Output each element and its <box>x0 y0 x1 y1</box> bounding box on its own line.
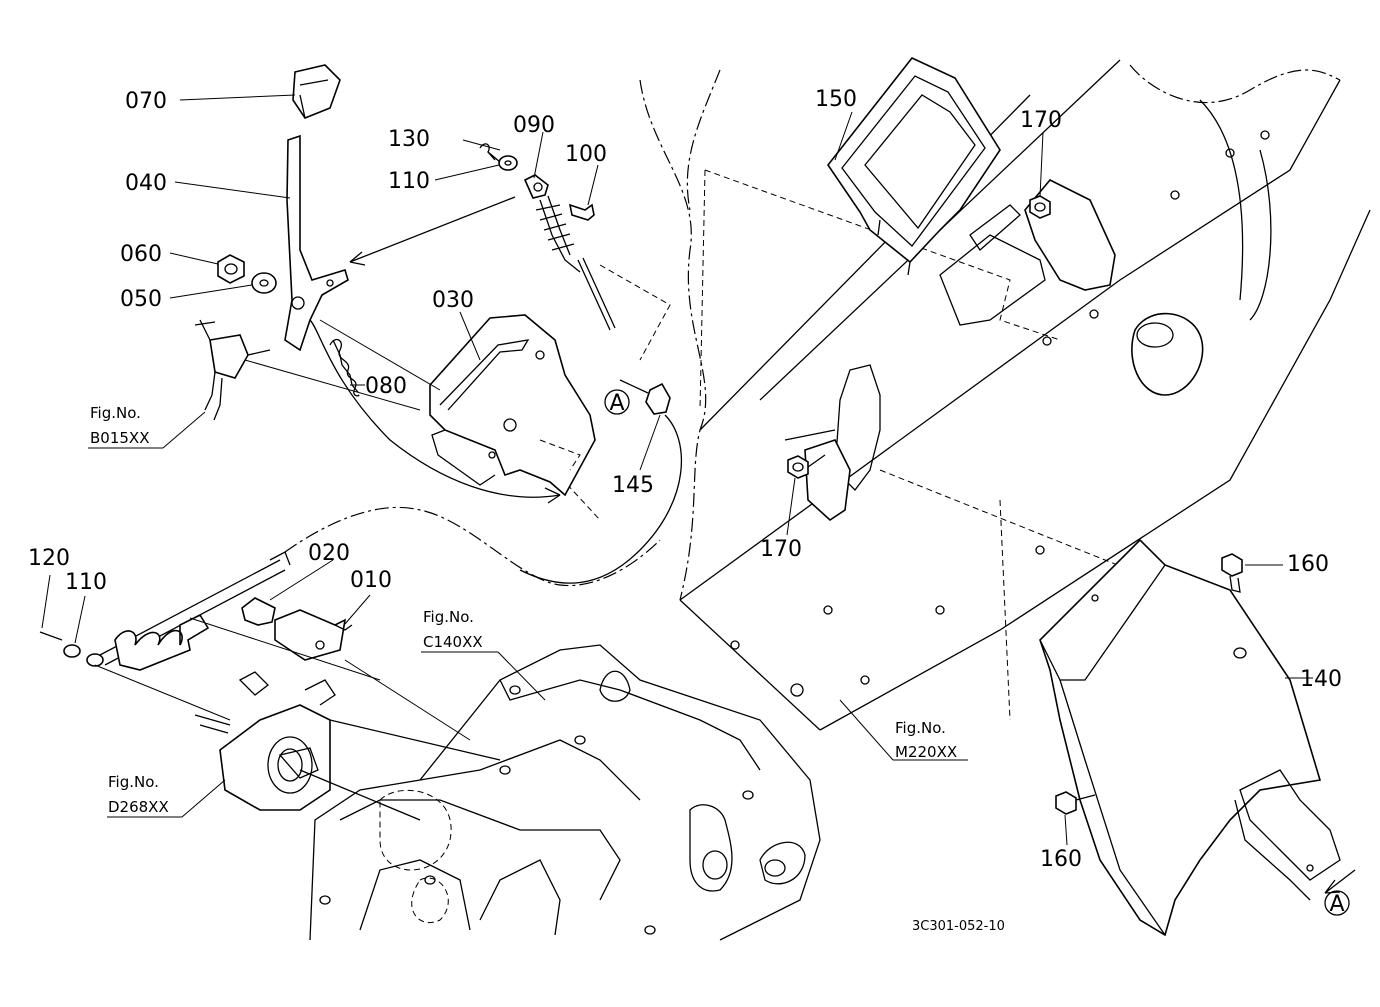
part-number-170-lower: 170 <box>760 537 802 562</box>
washer <box>251 272 277 294</box>
return-spring <box>329 338 360 397</box>
part-number-100: 100 <box>565 142 607 167</box>
svg-text:M220XX: M220XX <box>895 743 957 761</box>
part-number-110-lower: 110 <box>65 570 107 595</box>
svg-text:B015XX: B015XX <box>90 429 149 447</box>
part-number-080: 080 <box>365 374 407 399</box>
fig-ref-b015: Fig.No. B015XX <box>90 404 149 447</box>
fig-ref-c140: Fig.No. C140XX <box>423 608 483 651</box>
part-number-090: 090 <box>513 113 555 138</box>
part-number-060: 060 <box>120 242 162 267</box>
part-number-labels: 070 040 060 050 130 090 100 110 030 080 … <box>28 87 1342 872</box>
bolt-upper <box>1029 195 1051 219</box>
fig-ref-m220: Fig.No. M220XX <box>895 719 957 761</box>
part-number-170-upper: 170 <box>1020 108 1062 133</box>
svg-text:Fig.No.: Fig.No. <box>423 608 474 626</box>
fender-cover <box>1039 538 1341 937</box>
bolt-160-lower <box>1055 791 1096 815</box>
part-number-040: 040 <box>125 171 167 196</box>
shift-lever-assembly <box>194 64 349 421</box>
svg-text:C140XX: C140XX <box>423 633 483 651</box>
lock-nut <box>217 254 245 284</box>
part-number-070: 070 <box>125 89 167 114</box>
part-number-030: 030 <box>432 288 474 313</box>
part-number-010: 010 <box>350 568 392 593</box>
part-number-020: 020 <box>308 541 350 566</box>
lever-bracket <box>429 314 596 497</box>
svg-text:D268XX: D268XX <box>108 798 169 816</box>
part-number-160-upper: 160 <box>1287 552 1329 577</box>
dashed-guides <box>539 169 1131 721</box>
cable-clip <box>619 379 671 415</box>
svg-text:Fig.No.: Fig.No. <box>90 404 141 422</box>
view-marker-label: A <box>1329 892 1344 917</box>
fig-ref-d268: Fig.No. D268XX <box>108 773 169 816</box>
cover-panel <box>827 57 1021 276</box>
bolt-160-upper <box>1221 553 1243 593</box>
part-number-110-upper: 110 <box>388 169 430 194</box>
part-number-145: 145 <box>612 473 654 498</box>
part-number-130: 130 <box>388 127 430 152</box>
svg-text:Fig.No.: Fig.No. <box>895 719 946 737</box>
part-number-160-lower: 160 <box>1040 847 1082 872</box>
view-marker-upper: A <box>604 389 630 416</box>
drawing-code: 3C301-052-10 <box>912 919 1005 934</box>
lever-knob <box>292 64 341 119</box>
transmission-housing <box>194 671 501 821</box>
view-marker-lower: A <box>1324 869 1356 917</box>
cable-upper-end <box>479 143 616 331</box>
part-number-150: 150 <box>815 87 857 112</box>
control-cable-lower <box>39 506 661 671</box>
part-number-050: 050 <box>120 287 162 312</box>
safety-switch <box>209 334 249 379</box>
shift-lever <box>284 134 349 352</box>
frame-outlines <box>639 59 1371 731</box>
leader-lines <box>41 94 1313 846</box>
assembly-arrows <box>309 196 682 584</box>
main-casing <box>309 644 821 941</box>
part-number-120: 120 <box>28 546 70 571</box>
view-marker-label: A <box>609 391 624 416</box>
side-plate <box>784 179 1116 522</box>
part-number-140: 140 <box>1300 667 1342 692</box>
bolt-lower <box>787 454 826 479</box>
svg-text:Fig.No.: Fig.No. <box>108 773 159 791</box>
